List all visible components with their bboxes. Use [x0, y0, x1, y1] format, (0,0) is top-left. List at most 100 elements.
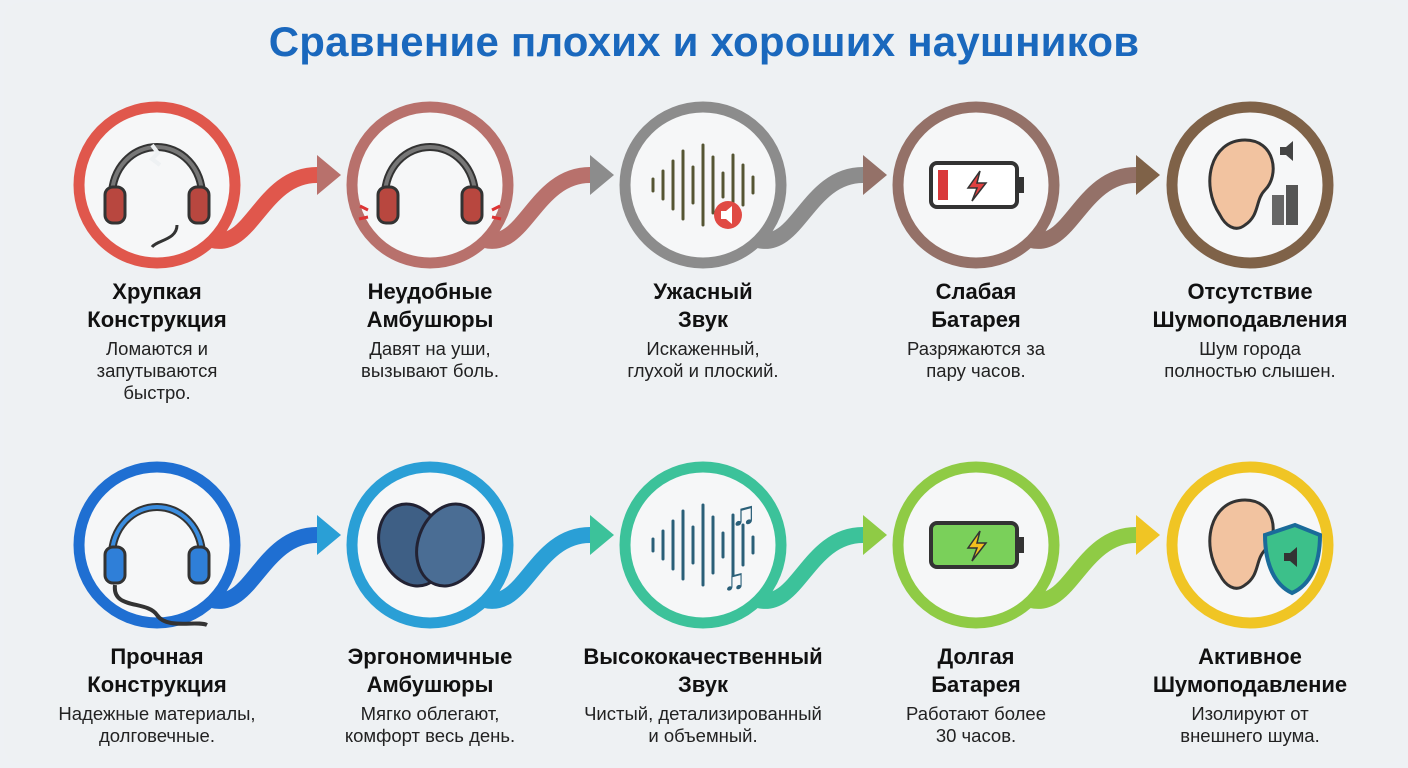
svg-text:♫: ♫: [731, 495, 757, 533]
item-title: Активное: [1198, 644, 1302, 669]
broken-headphones-icon: [103, 143, 211, 249]
arrow-head: [317, 515, 341, 555]
arrow-head: [590, 515, 614, 555]
description-line: 30 часов.: [935, 725, 1017, 746]
low-battery-icon: [929, 161, 1024, 209]
item-title: Отсутствие: [1187, 279, 1313, 304]
item-title: Прочная: [110, 644, 204, 669]
arrow-connector: [1029, 167, 1137, 249]
description-line: Шум города: [1199, 338, 1301, 359]
good-item-2: [346, 461, 614, 629]
item-title: Амбушюры: [366, 307, 494, 332]
item-title: Неудобные: [367, 279, 493, 304]
item-title: Конструкция: [87, 307, 227, 332]
description-line: Чистый, детализированный: [584, 703, 822, 724]
painful-headphones-icon: [358, 143, 502, 225]
arrow-connector: [756, 167, 864, 249]
arrow-connector: [756, 527, 864, 609]
description-line: Давят на уши,: [369, 338, 491, 359]
item-title: Батарея: [931, 307, 1021, 332]
music-waveform-icon: ♫♫: [651, 495, 757, 597]
item-description: Надежные материалы,долговечные.: [22, 703, 292, 747]
item-title: Конструкция: [87, 672, 227, 697]
bad-item-1: [73, 101, 341, 269]
item-title: Батарея: [931, 672, 1021, 697]
bad-item-4: [892, 101, 1160, 269]
description-line: Искаженный,: [646, 338, 760, 359]
sturdy-headphones-icon: [103, 503, 211, 627]
item-title: Долгая: [937, 644, 1015, 669]
arrow-connector: [210, 167, 318, 249]
arrow-head: [863, 155, 887, 195]
ear-city-noise-icon: [1208, 138, 1298, 230]
description-line: Изолируют от: [1191, 703, 1309, 724]
item-title: Звук: [677, 672, 728, 697]
icon-ring: [73, 461, 241, 629]
full-battery-icon: [929, 521, 1024, 569]
good-item-1: [73, 461, 341, 629]
description-line: вызывают боль.: [361, 360, 499, 381]
description-line: пару часов.: [926, 360, 1026, 381]
item-title: Хрупкая: [112, 279, 202, 304]
arrow-connector: [1029, 527, 1137, 609]
description-line: внешнего шума.: [1180, 725, 1320, 746]
arrow-head: [863, 515, 887, 555]
item-title: Шумоподавление: [1152, 672, 1348, 697]
icon-ring: [73, 101, 241, 269]
item-title: Шумоподавления: [1152, 307, 1348, 332]
arrow-connector: [483, 527, 591, 609]
item-title: Ужасный: [653, 279, 753, 304]
bad-item-2: [346, 101, 614, 269]
svg-text:♫: ♫: [723, 564, 746, 597]
arrow-head: [1136, 515, 1160, 555]
item-description: Искаженный,глухой и плоский.: [568, 338, 838, 382]
item-title: Амбушюры: [366, 672, 494, 697]
ear-shield-icon: [1208, 498, 1323, 596]
item-description: Мягко облегают,комфорт весь день.: [295, 703, 565, 747]
arrow-connector: [483, 167, 591, 249]
description-line: долговечные.: [99, 725, 215, 746]
description-line: Надежные материалы,: [58, 703, 256, 724]
bad-item-5: [1166, 101, 1334, 269]
arrow-connector: [210, 527, 318, 609]
description-line: глухой и плоский.: [627, 360, 779, 381]
page-title: Сравнение плохих и хороших наушников: [268, 18, 1140, 65]
arrow-head: [1136, 155, 1160, 195]
description-line: и объемный.: [648, 725, 758, 746]
good-item-4: [892, 461, 1160, 629]
icon-ring: [346, 101, 514, 269]
arrow-head: [590, 155, 614, 195]
good-item-3: ♫♫: [619, 461, 887, 629]
description-line: Работают более: [906, 703, 1046, 724]
item-title: Эргономичные: [347, 644, 513, 669]
good-item-5: [1166, 461, 1334, 629]
item-title: Слабая: [935, 279, 1017, 304]
bad-item-3: [619, 101, 887, 269]
description-line: запутываются: [96, 360, 218, 381]
item-description: Давят на уши,вызывают боль.: [295, 338, 565, 382]
description-line: Мягко облегают,: [360, 703, 500, 724]
description-line: полностью слышен.: [1164, 360, 1336, 381]
arrow-head: [317, 155, 341, 195]
description-line: Разряжаются за: [907, 338, 1045, 359]
description-line: Ломаются и: [106, 338, 208, 359]
item-title: Высококачественный: [583, 644, 823, 669]
distorted-waveform-icon: [651, 143, 755, 229]
ear-cushions-icon: [377, 502, 485, 588]
